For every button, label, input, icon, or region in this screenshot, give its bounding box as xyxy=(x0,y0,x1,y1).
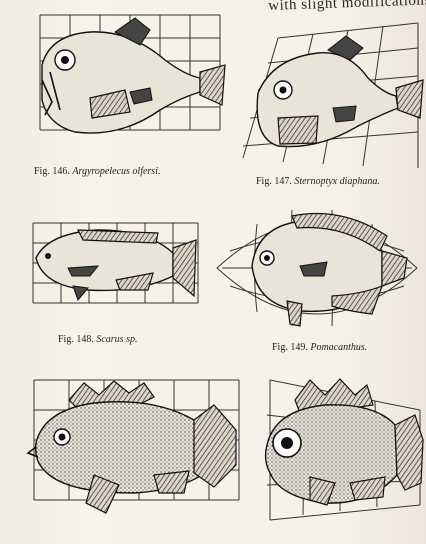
figure-146-argyropelecus xyxy=(30,10,230,150)
running-text: with slight modifications of xyxy=(268,0,426,15)
figure-149-pomacanthus xyxy=(212,196,424,336)
figure-151-transformed-fish xyxy=(255,365,425,543)
caption-149: Fig. 149. Pomacanthus. xyxy=(272,342,367,353)
figure-148-scarus xyxy=(28,218,203,318)
figure-147-sternoptyx xyxy=(238,18,426,168)
caption-146: Fig. 146. Argyropelecus olfersi. xyxy=(34,166,160,177)
caption-148: Fig. 148. Scarus sp. xyxy=(58,334,137,345)
caption-147: Fig. 147. Sternoptyx diaphana. xyxy=(256,176,380,187)
figure-150-stippled-fish xyxy=(24,375,246,525)
